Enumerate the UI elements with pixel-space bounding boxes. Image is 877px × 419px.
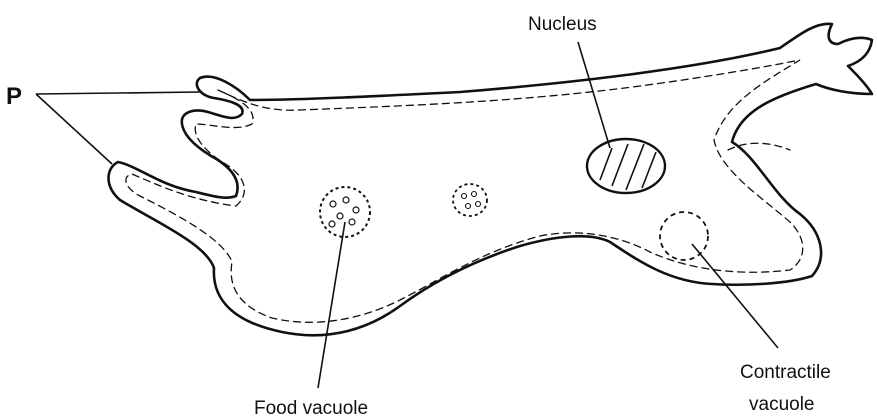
label-nucleus: Nucleus (528, 14, 597, 35)
cell-membrane (109, 24, 873, 336)
leader-contractile-vacuole (692, 244, 778, 348)
label-contractile-vacuole-line2: vacuole (749, 394, 815, 415)
label-p: P (6, 83, 22, 110)
nucleus (587, 139, 665, 193)
label-food-vacuole: Food vacuole (254, 398, 368, 419)
leader-p-lower (36, 94, 112, 164)
food-vacuole-small (453, 184, 487, 216)
label-contractile-vacuole-line1: Contractile (740, 362, 831, 383)
food-vacuole (320, 187, 370, 237)
leader-p-upper (36, 92, 200, 94)
contractile-vacuole (660, 212, 708, 260)
leader-food-vacuole (318, 222, 345, 388)
leader-nucleus (578, 42, 610, 148)
